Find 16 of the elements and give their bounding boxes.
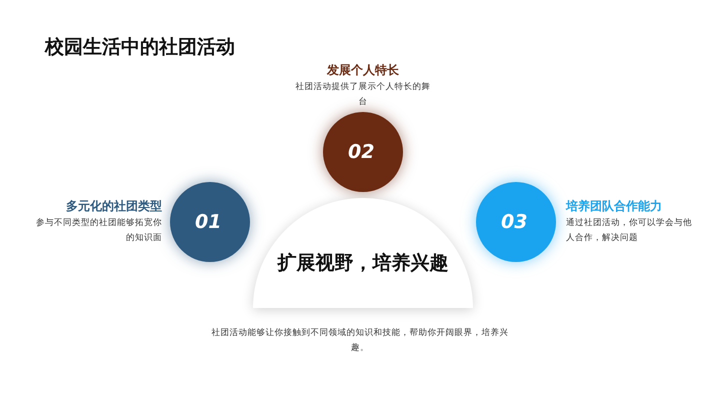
item-description: 社团活动提供了展示个人特长的舞台 (294, 81, 432, 109)
number-circle (170, 182, 250, 262)
number-circle (323, 112, 403, 192)
number-circle (476, 182, 556, 262)
item-description: 社团活动能够让你接触到不同领域的知识和技能，帮助你开阔眼界，培养兴趣。 (210, 326, 510, 355)
item-heading: 多元化的社团类型 (65, 198, 162, 214)
item-description: 参与不同类型的社团能够拓宽你的知识面 (35, 216, 162, 245)
title: 校园生活中的社团活动 (45, 35, 235, 60)
step-number: 01 (195, 211, 222, 233)
panel-heading: 扩展视野，培养兴趣 (276, 251, 450, 276)
item-heading: 发展个人特长 (326, 62, 400, 78)
item-heading: 培养团队合作能力 (566, 198, 663, 214)
step-number: 02 (348, 141, 374, 163)
step-number: 03 (501, 211, 528, 233)
item-description: 通过社团活动，你可以学会与他人合作，解决问题 (566, 217, 693, 245)
semicircle-panel (253, 198, 473, 308)
